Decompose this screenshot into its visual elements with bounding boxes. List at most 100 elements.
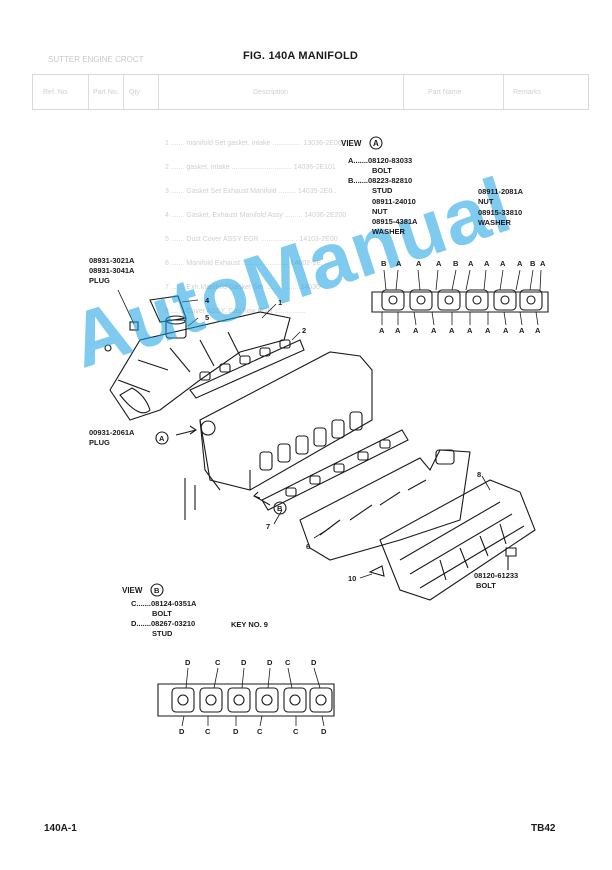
view-a-top-letter: B	[530, 259, 536, 268]
intake-manifold	[104, 295, 291, 421]
header-col-description: Description	[253, 89, 289, 96]
callout-10: 10	[348, 574, 357, 583]
callout-4: 4	[205, 296, 210, 305]
view-a-title: VIEW	[341, 139, 362, 148]
view-b-bottom-letter: C	[205, 727, 211, 736]
callout-2: 2	[302, 326, 307, 335]
view-a-top-letter: A	[540, 259, 546, 268]
view-a-bottom-letter: A	[467, 326, 473, 335]
view-b-key-no: KEY NO. 9	[231, 620, 268, 629]
plug-top-name: PLUG	[89, 276, 110, 285]
view-a-top-letter: A	[484, 259, 490, 268]
view-a-bottom-letter: A	[503, 326, 509, 335]
exhaust-gasket	[261, 429, 409, 511]
right-bolt-name: BOLT	[476, 581, 496, 590]
view-a-top-letter: A	[436, 259, 442, 268]
ghost-row: 5 ....... Dust Cover ASSY EGR ..........…	[165, 236, 338, 243]
ghost-row: 1 ....... manifold Set gasket, intake ..…	[165, 140, 346, 147]
parts-table-header: Ref. No. Part No. Qty Description Part N…	[32, 74, 589, 110]
header-col-partno: Part No.	[93, 89, 119, 96]
ghost-row: 7 ....... Exh.Manifold Gasket Set ......…	[165, 284, 323, 291]
view-a-top-letter: A	[416, 259, 422, 268]
view-a-top-letter: A	[396, 259, 402, 268]
header-col-partname: Part Name	[428, 89, 462, 96]
view-b-top-letter: D	[311, 658, 317, 667]
heat-cover	[379, 479, 536, 601]
callout-8: 8	[477, 470, 482, 479]
view-b-top-letter: C	[215, 658, 221, 667]
view-b-top-letter: D	[267, 658, 273, 667]
view-a-right-washer-part: 08915-33810	[478, 208, 523, 217]
view-b-bottom-letter: C	[293, 727, 299, 736]
view-a-right-nut-part: 08911-2081A	[478, 187, 524, 196]
view-b-letter: B	[154, 586, 160, 595]
plug-bottom-name: PLUG	[89, 438, 110, 447]
view-a-circle	[369, 136, 383, 150]
callout-7: 7	[266, 522, 271, 531]
view-b-title: VIEW	[122, 586, 143, 595]
ghost-row: 4 ....... Gasket, Exhaust Manifold Assy …	[165, 212, 347, 219]
view-a-letter: A	[373, 139, 379, 148]
view-a-bottom-letter: A	[535, 326, 541, 335]
view-b-bottom-letter: D	[233, 727, 239, 736]
view-a-nut-part: 08911-24010	[372, 197, 416, 206]
view-a-bottom-letter: A	[413, 326, 419, 335]
view-b-stud-part: D.......08267-03210	[131, 619, 196, 628]
view-a-washer-part: 08915-4381A	[372, 217, 418, 226]
exhaust-manifold	[299, 449, 471, 561]
header-col-remarks: Remarks	[513, 89, 542, 96]
plug-top-part-1: 08931-3021A	[89, 256, 135, 265]
view-b-bottom-letter: D	[179, 727, 185, 736]
plug-bottom-part: 00931-2061A	[89, 428, 135, 437]
view-a-bottom-letter: A	[379, 326, 385, 335]
view-a-top-letter: B	[453, 259, 459, 268]
ghost-row: 8 ....... Cover ASSY, Gas flow EGR .....…	[165, 308, 306, 315]
view-a-bottom-letter: A	[519, 326, 525, 335]
view-a-bottom-letter: A	[431, 326, 437, 335]
callout-1: 1	[278, 298, 283, 307]
view-a-top-letter: B	[381, 259, 387, 268]
view-a-bottom-letter: A	[485, 326, 491, 335]
view-a-right-nut-name: NUT	[478, 197, 494, 206]
view-a-top-letter: A	[468, 259, 474, 268]
view-b-top-letter: C	[285, 658, 291, 667]
view-b-bolt-part: C.......08124-0351A	[131, 599, 197, 608]
view-b-bolt-name: BOLT	[152, 609, 172, 618]
view-b-top-letter: D	[185, 658, 191, 667]
ghost-row: 6 ....... Manifold Exhaust .............…	[165, 260, 323, 267]
callout-6: 6	[306, 542, 311, 551]
header-col-ref: Ref. No.	[43, 89, 69, 96]
plug-top-part-2: 08931-3041A	[89, 266, 135, 275]
view-a-nut-name: NUT	[372, 207, 388, 216]
right-bolt-part: 08120-61233	[474, 571, 519, 580]
view-a-top-letter: A	[500, 259, 506, 268]
view-a-bottom-letter: A	[449, 326, 455, 335]
footer-model-code: TB42	[531, 823, 556, 834]
intake-gasket	[189, 339, 305, 399]
view-a-bolt-part: A.......08120-83033	[348, 156, 413, 165]
ghost-row: 2 ....... gasket, intake ...............…	[165, 164, 336, 171]
view-b-marker: B	[277, 504, 283, 513]
view-b-top-letter: D	[241, 658, 247, 667]
faded-header-label: SUTTER ENGINE CROCT	[48, 55, 144, 64]
view-a-right-washer-name: WASHER	[478, 218, 511, 227]
header-col-qty: Qty	[129, 89, 140, 96]
callout-5: 5	[205, 313, 210, 322]
view-a-marker: A	[159, 434, 165, 443]
view-a-top-letter: A	[517, 259, 523, 268]
cylinder-head	[184, 351, 373, 520]
view-a-stud-name: STUD	[372, 186, 393, 195]
view-a-stud-part: B.......08223-82810	[348, 176, 413, 185]
view-a-washer-name: WASHER	[372, 227, 405, 236]
view-b-bottom-letter: D	[321, 727, 327, 736]
view-b-bottom-letter: C	[257, 727, 263, 736]
view-b-stud-name: STUD	[152, 629, 173, 638]
ghost-row: 3 ....... Gasket Set Exhaust Manifold ..…	[165, 188, 337, 195]
footer-page-number: 140A-1	[44, 823, 77, 834]
view-b-gasket-strip	[157, 683, 335, 717]
view-a-bolt-name: BOLT	[372, 166, 392, 175]
view-a-bottom-letter: A	[395, 326, 401, 335]
view-a-gasket-strip	[371, 289, 549, 313]
figure-title: FIG. 140A MANIFOLD	[243, 50, 359, 62]
